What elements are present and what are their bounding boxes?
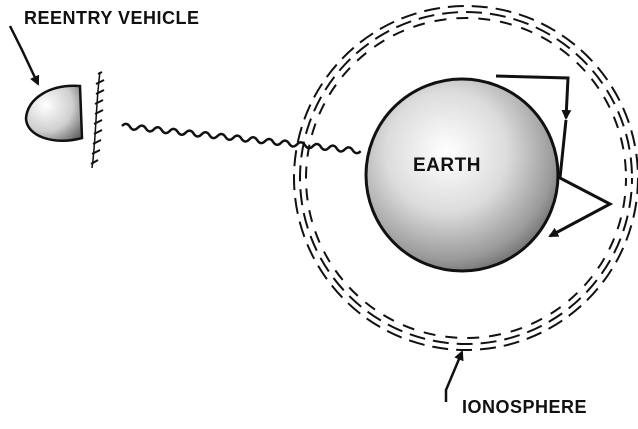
reentry-pointer (8, 25, 40, 86)
signal-wave (121, 122, 362, 155)
earth-sphere (364, 77, 560, 273)
ionosphere-pointer (444, 350, 464, 402)
ionosphere-label: IONOSPHERE (462, 397, 588, 417)
plasma-sheath (90, 71, 105, 169)
ionosphere-ring (293, 5, 638, 351)
reflection-arrow-bottom (548, 119, 614, 238)
reflection-arrow-top (495, 74, 572, 120)
reentry-vehicle-label: REENTRY VEHICLE (24, 8, 200, 28)
earth-label: EARTH (413, 155, 481, 176)
reentry-vehicle (24, 84, 84, 143)
